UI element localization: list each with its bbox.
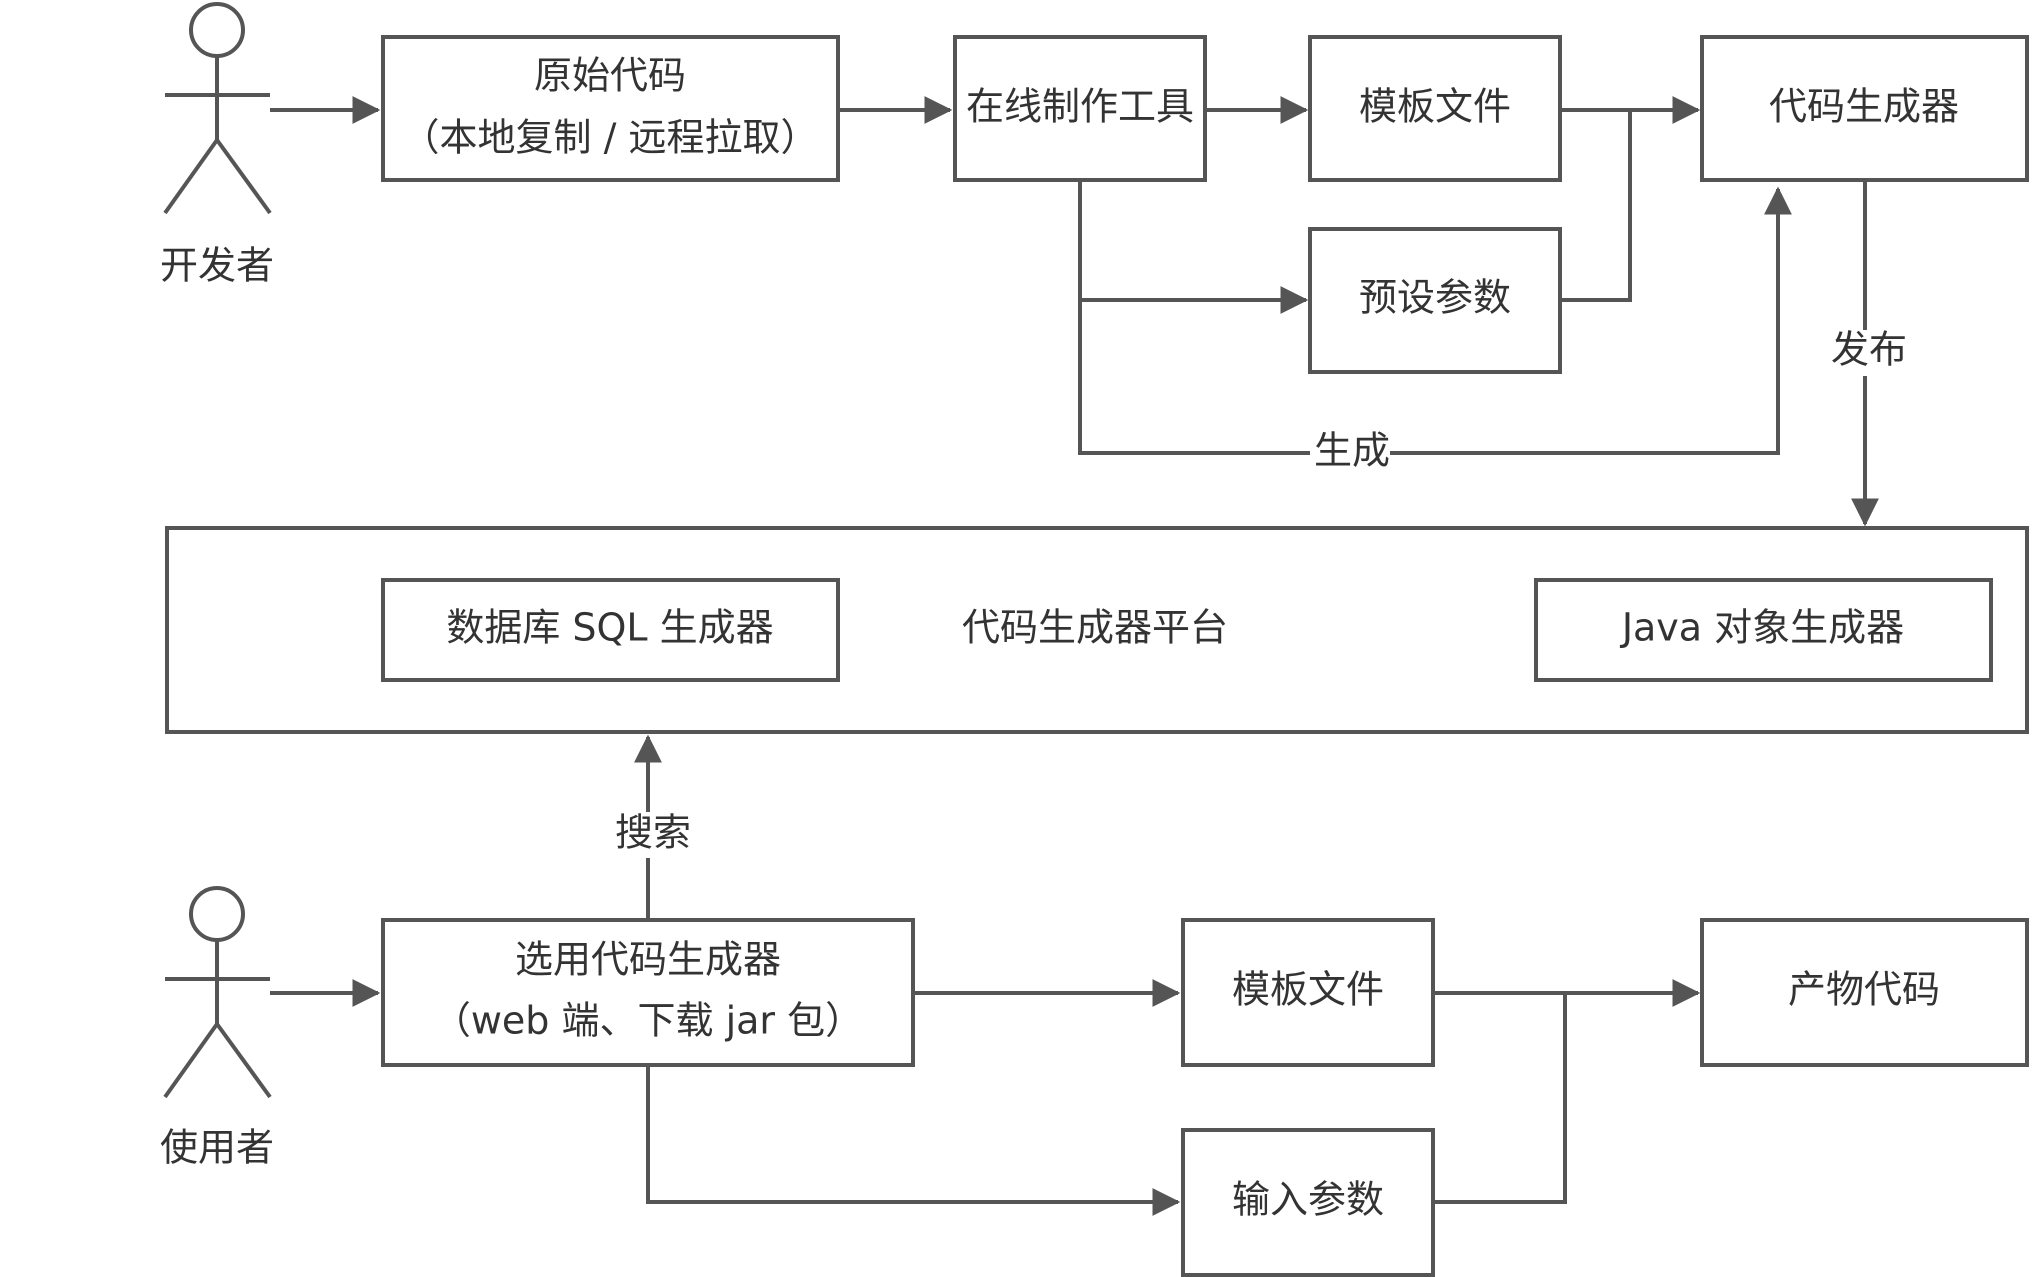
node-online-tool-label: 在线制作工具 (966, 85, 1194, 129)
actor-user: 使用者 (160, 886, 274, 1170)
node-platform-label: 代码生成器平台 (962, 606, 1228, 650)
node-template-files-bottom-label: 模板文件 (1232, 968, 1384, 1012)
edge-input-to-output (1433, 993, 1567, 1204)
edge-select-to-input (646, 1065, 1181, 1216)
node-platform: 代码生成器平台 数据库 SQL 生成器 Java 对象生成器 (165, 526, 2029, 734)
actor-developer-label: 开发者 (160, 244, 274, 288)
node-source-code-subtitle: （本地复制 / 远程拉取） (402, 116, 819, 160)
node-online-tool: 在线制作工具 (953, 35, 1207, 182)
node-db-sql-generator: 数据库 SQL 生成器 (381, 578, 840, 682)
edge-label-search: 搜索 (608, 811, 691, 858)
actor-head (189, 886, 245, 942)
edge-label-publish: 发布 (1825, 328, 1907, 376)
node-source-code: 原始代码 （本地复制 / 远程拉取） (381, 35, 840, 182)
node-select-generator-subtitle: （web 端、下载 jar 包） (433, 999, 863, 1043)
actor-head (189, 2, 245, 58)
node-java-object-generator: Java 对象生成器 (1534, 578, 1993, 682)
actor-user-label: 使用者 (160, 1126, 274, 1170)
edge-preset-to-generator (1560, 110, 1632, 302)
node-source-code-title: 原始代码 (534, 54, 686, 98)
node-template-files-bottom: 模板文件 (1181, 918, 1435, 1067)
edge-label-search-text: 搜索 (615, 811, 691, 855)
edge-label-publish-text: 发布 (1831, 328, 1907, 372)
node-java-object-generator-label: Java 对象生成器 (1620, 606, 1904, 650)
node-db-sql-generator-label: 数据库 SQL 生成器 (446, 606, 773, 650)
node-select-generator-title: 选用代码生成器 (515, 938, 781, 982)
node-preset-params-label: 预设参数 (1359, 276, 1511, 320)
node-input-params-label: 输入参数 (1232, 1178, 1384, 1222)
node-code-generator-label: 代码生成器 (1769, 85, 1959, 129)
node-input-params: 输入参数 (1181, 1128, 1435, 1277)
edge-tool-generate-to-generator (1078, 186, 1792, 455)
node-output-code: 产物代码 (1700, 918, 2029, 1067)
connectors (270, 96, 1879, 1216)
edge-label-generate-text: 生成 (1314, 429, 1390, 473)
node-output-code-label: 产物代码 (1788, 968, 1940, 1012)
actor-developer: 开发者 (160, 2, 274, 288)
node-template-files-top: 模板文件 (1308, 35, 1562, 182)
node-template-files-top-label: 模板文件 (1359, 85, 1511, 129)
node-select-generator: 选用代码生成器 （web 端、下载 jar 包） (381, 918, 915, 1067)
node-code-generator: 代码生成器 (1700, 35, 2029, 182)
node-preset-params: 预设参数 (1308, 227, 1562, 374)
edge-label-generate: 生成 (1310, 429, 1390, 476)
